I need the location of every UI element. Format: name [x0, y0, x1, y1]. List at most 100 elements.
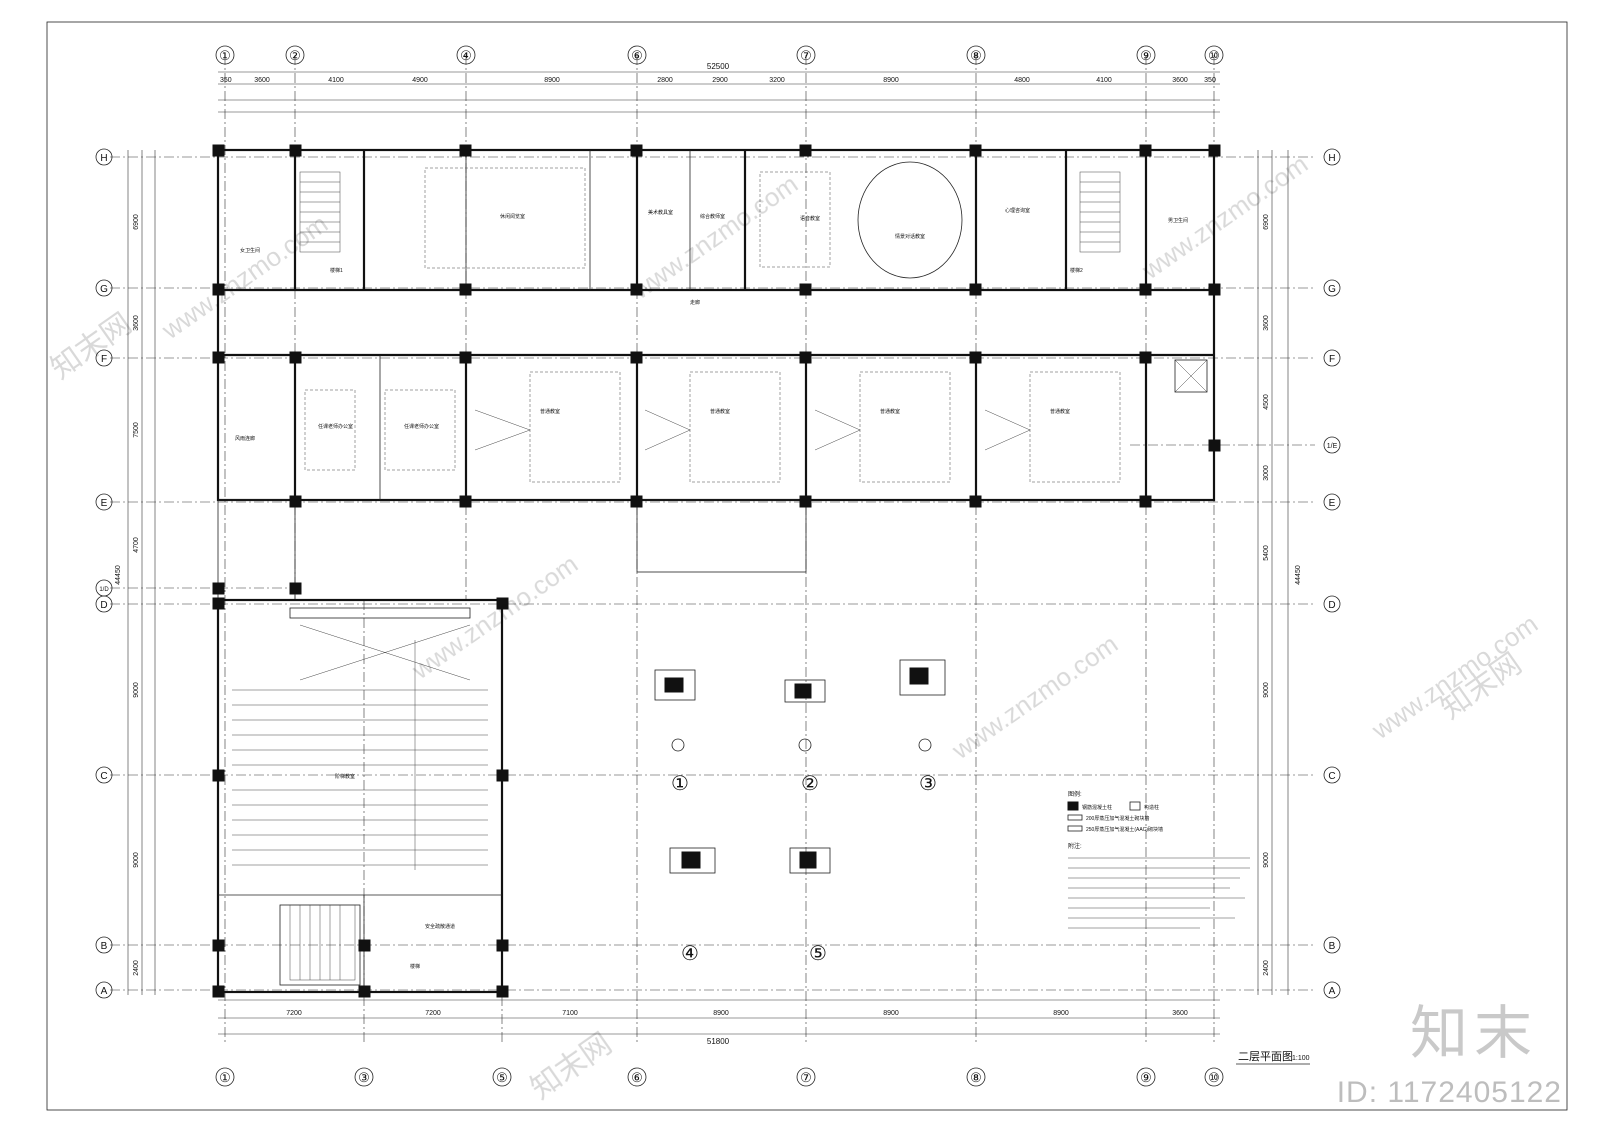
room-label: 楼梯2 [1070, 267, 1083, 274]
drawing-scale: 1:100 [1292, 1055, 1310, 1062]
axis-label: ① [219, 1070, 231, 1085]
axis-label: ④ [460, 48, 472, 63]
dim-text: 3200 [769, 77, 785, 84]
axis-label: A [1329, 986, 1336, 997]
bottom-dimension-lines: 7200 7200 7100 8900 8900 8900 3600 51800 [218, 999, 1220, 1046]
axis-label: E [1329, 498, 1336, 509]
axis-label: ⑨ [1140, 48, 1152, 63]
drawing-title: 二层平面图 [1238, 1050, 1293, 1063]
right-dimension-lines: 6900 3600 4500 3000 5400 9000 9000 2400 … [1257, 150, 1302, 995]
left-dimension-lines: 6900 3600 7500 4700 9000 9000 2400 44450 [115, 150, 156, 995]
dim-text: 2900 [712, 77, 728, 84]
overall-width-bottom: 51800 [707, 1037, 730, 1046]
dim-text: 7200 [425, 1010, 441, 1017]
axis-label: ⑩ [1208, 48, 1220, 63]
dim-text: 6900 [133, 214, 140, 230]
dim-text: 8900 [883, 1010, 899, 1017]
room-label: 普通教室 [880, 408, 900, 415]
axis-label: G [100, 284, 108, 295]
room-label: 男卫生间 [1168, 217, 1188, 224]
axis-label: D [100, 600, 107, 611]
watermark-layer: www.znzmo.com www.znzmo.com www.znzmo.co… [45, 148, 1543, 1105]
asset-id-label: ID: 1172405122 [1336, 1076, 1562, 1109]
dim-text: 3600 [1172, 1010, 1188, 1017]
axis-label: ⑦ [800, 48, 812, 63]
axis-label: ⑧ [970, 1070, 982, 1085]
legend-item: 钢筋混凝土柱 [1082, 804, 1112, 811]
axis-label: ⑩ [1208, 1070, 1220, 1085]
detail-label: ② [801, 773, 819, 795]
axis-label: ⑨ [1140, 1070, 1152, 1085]
overall-height-left: 44450 [115, 565, 122, 585]
legend-item: 250厚蒸压加气混凝土(AAC)砌块墙 [1086, 826, 1163, 833]
dim-text: 3600 [133, 315, 140, 331]
room-labels: 女卫生间 楼梯1 休闲阅览室 美术教具室 综合教师室 语音教室 情景对话教室 心… [235, 207, 1188, 970]
room-label: 女卫生间 [240, 247, 260, 254]
legend-title: 图例: [1068, 790, 1082, 798]
axis-label: ⑦ [800, 1070, 812, 1085]
left-axis-bubbles: H G F E 1/D D C B A [95, 148, 113, 999]
stair-hatching [289, 171, 1208, 981]
axis-label: ③ [358, 1070, 370, 1085]
axis-label: ① [219, 48, 231, 63]
right-axis-bubbles: H G F 1/E E D C B A [1323, 148, 1341, 999]
legend-item: 构造柱 [1144, 804, 1159, 811]
horizontal-grid-lines [110, 156, 1315, 991]
watermark-text: www.znzmo.com [945, 628, 1123, 765]
dim-text: 5400 [1263, 545, 1270, 561]
top-dimension-lines: 52500 350 3600 4100 4900 8900 2800 2900 … [218, 62, 1220, 113]
dim-text: 9000 [133, 682, 140, 698]
room-label: 休闲阅览室 [500, 213, 525, 220]
overall-width-top: 52500 [707, 62, 730, 71]
room-label: 心理咨询室 [1005, 207, 1030, 214]
node-details: ① ② ③ ④ ⑤ [654, 659, 946, 965]
dim-text: 350 [1204, 77, 1216, 84]
room-label: 综合教师室 [700, 213, 725, 220]
room-label: 美术教具室 [648, 209, 673, 216]
notes-title: 附注: [1068, 842, 1082, 850]
dim-text: 4800 [1014, 77, 1030, 84]
room-label: 普通教室 [540, 408, 560, 415]
axis-label: 1/D [99, 587, 109, 593]
axis-label: ⑥ [631, 1070, 643, 1085]
room-label: 普通教室 [1050, 408, 1070, 415]
dim-text: 3000 [1263, 465, 1270, 481]
axis-label: H [1328, 153, 1335, 164]
top-axis-bubbles: ① ② ④ ⑥ ⑦ ⑧ ⑨ ⑩ [215, 45, 1224, 65]
room-label: 普通教室 [710, 408, 730, 415]
dim-text: 3600 [1172, 77, 1188, 84]
detail-label: ① [671, 773, 689, 795]
room-label: 语音教室 [800, 215, 820, 222]
legend-item: 200厚蒸压加气混凝土砌块墙 [1086, 815, 1149, 822]
dim-text: 2400 [1263, 960, 1270, 976]
room-label: 情景对话教室 [895, 233, 925, 240]
bottom-axis-bubbles: ① ③ ⑤ ⑥ ⑦ ⑧ ⑨ ⑩ [215, 1067, 1224, 1087]
overall-height-right: 44450 [1295, 565, 1302, 585]
detail-label: ⑤ [809, 943, 827, 965]
lecture-hall-seating [232, 607, 488, 870]
room-label: 走廊 [690, 299, 700, 306]
axis-label: E [101, 498, 108, 509]
watermark-text: www.znzmo.com [155, 208, 333, 345]
watermark-brand: 知末网 [45, 307, 138, 386]
dim-text: 8900 [1053, 1010, 1069, 1017]
legend-block: 图例: 钢筋混凝土柱 构造柱 200厚蒸压加气混凝土砌块墙 250厚蒸压加气混凝… [1067, 790, 1250, 929]
axis-label: B [101, 941, 108, 952]
dim-text: 7500 [133, 422, 140, 438]
axis-label: F [101, 354, 107, 365]
sheet-border [46, 21, 1568, 1111]
building-walls [216, 148, 1216, 994]
room-label: 楼梯1 [330, 267, 343, 274]
dim-text: 6900 [1263, 214, 1270, 230]
room-label: 安全疏散通道 [425, 923, 455, 930]
dim-text: 4100 [328, 77, 344, 84]
axis-label: ⑧ [970, 48, 982, 63]
drawing-title-block: 二层平面图 1:100 [1236, 1050, 1310, 1065]
classroom-desks [304, 161, 1121, 483]
dim-text: 3600 [254, 77, 270, 84]
dim-text: 4100 [1096, 77, 1112, 84]
dim-text: 7100 [562, 1010, 578, 1017]
axis-label: ② [289, 48, 301, 63]
dim-text: 2400 [133, 960, 140, 976]
